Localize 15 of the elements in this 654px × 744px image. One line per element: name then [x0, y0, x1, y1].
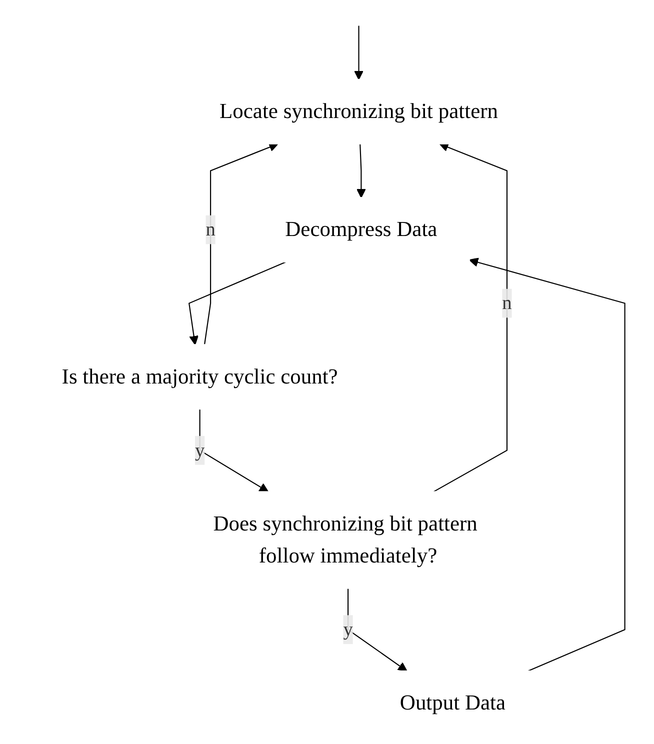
edge-label: n	[502, 292, 512, 314]
arrow	[188, 261, 286, 346]
edge-label: n	[206, 218, 216, 240]
arrow	[468, 258, 626, 672]
node-text: Locate synchronizing bit pattern	[219, 100, 498, 124]
arrow	[433, 142, 508, 492]
node-text: Decompress Data	[284, 218, 438, 242]
node-text: Is there a majority cyclic count?	[62, 365, 338, 389]
node-text: Output Data	[400, 691, 506, 715]
edge-label: y	[343, 618, 353, 640]
arrow	[356, 144, 366, 198]
edge-label: y	[194, 439, 204, 461]
node-text: Does synchronizing bit pattern follow immediately?	[213, 512, 478, 568]
arrow	[204, 142, 278, 345]
arrow	[354, 26, 364, 80]
